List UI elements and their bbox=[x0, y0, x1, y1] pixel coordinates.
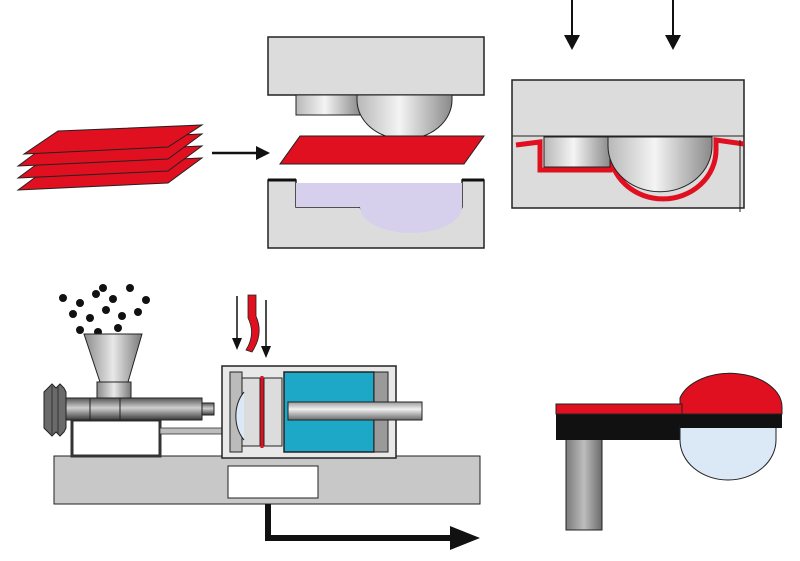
plastic-pellets bbox=[59, 284, 150, 336]
finished-part-section bbox=[555, 372, 783, 531]
screw-barrel bbox=[61, 397, 203, 421]
lower-cavity bbox=[296, 183, 462, 233]
forming-mold-open bbox=[267, 36, 485, 249]
film-sheet bbox=[279, 135, 485, 165]
output-arrow bbox=[265, 504, 480, 550]
press-arrows bbox=[564, 0, 681, 50]
feed-arrow bbox=[212, 146, 270, 160]
lens-black-band bbox=[680, 414, 782, 428]
screw-support bbox=[70, 418, 162, 458]
hand-wheel bbox=[43, 383, 67, 437]
film-stack bbox=[16, 124, 204, 191]
base-recess bbox=[227, 465, 319, 499]
stationary-mold-half bbox=[241, 377, 261, 447]
upper-punch-dome bbox=[356, 94, 453, 140]
upper-punch-block bbox=[295, 94, 361, 116]
film-strip bbox=[245, 294, 260, 353]
lens-lower bbox=[679, 425, 777, 481]
red-skin-top bbox=[555, 403, 683, 415]
injection-molding-machine bbox=[43, 284, 481, 505]
hopper-throat bbox=[96, 381, 132, 399]
film-sheet bbox=[22, 124, 204, 155]
molded-lens-cavity bbox=[235, 391, 245, 441]
nozzle bbox=[201, 402, 215, 416]
hopper bbox=[83, 333, 143, 383]
part-body-black bbox=[556, 414, 682, 440]
support-post bbox=[565, 437, 603, 531]
film-insert-arrows bbox=[232, 294, 271, 358]
moving-mold-half bbox=[263, 377, 283, 447]
upper-mold-plate bbox=[267, 36, 485, 96]
closed-punch-dome bbox=[607, 136, 713, 193]
red-skin-dome bbox=[679, 372, 783, 415]
forming-mold-closed bbox=[511, 0, 745, 212]
piston-rod bbox=[287, 401, 423, 421]
closed-punch-block bbox=[543, 136, 611, 168]
